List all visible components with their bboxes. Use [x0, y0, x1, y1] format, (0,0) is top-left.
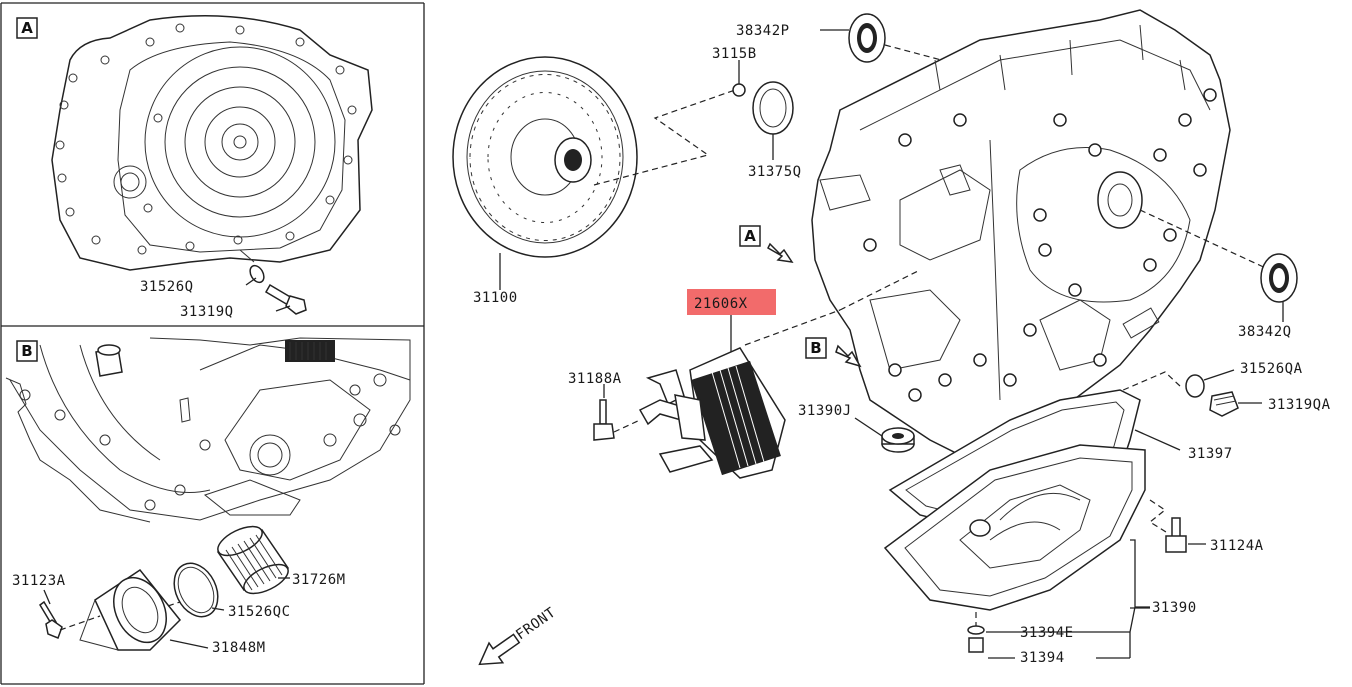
- section-a-label: A: [21, 19, 33, 37]
- panel-frames: [0, 2, 425, 685]
- label-3115b: 3115B: [712, 46, 757, 62]
- case-bolts: [863, 88, 1217, 402]
- transmission-case: [811, 9, 1231, 456]
- seal-38342q: [1260, 253, 1298, 303]
- label-31726m: 31726M: [292, 572, 346, 588]
- label-31319qa: 31319QA: [1268, 397, 1331, 413]
- label-38342q: 38342Q: [1238, 324, 1292, 340]
- torque-converter-31100: [452, 56, 638, 258]
- main-panel: 31100 3115B 31375Q 38342P: [452, 9, 1331, 666]
- o-ring-31526qa: [1185, 374, 1205, 398]
- label-31526q: 31526Q: [140, 279, 194, 295]
- label-31375q: 31375Q: [748, 164, 802, 180]
- callout-b: B: [810, 339, 821, 357]
- label-31390j: 31390J: [798, 403, 852, 419]
- seal-31375q: [752, 81, 794, 135]
- drain-plug-31394: [967, 625, 985, 653]
- seal-38342p: [848, 13, 886, 63]
- oil-pan-31390: [883, 444, 1146, 611]
- label-31848m: 31848M: [212, 640, 266, 656]
- plug-31319qa: [1209, 391, 1239, 417]
- label-31124a: 31124A: [1210, 538, 1264, 554]
- drain-plug-a: [264, 283, 307, 315]
- bolt-31124a: [1165, 517, 1187, 553]
- panel-b: B: [5, 337, 411, 656]
- filter-cover-31848m: [79, 568, 182, 651]
- arrow-a-icon: [767, 242, 794, 263]
- arrow-b-icon: [835, 344, 862, 368]
- label-31394: 31394: [1020, 650, 1065, 666]
- label-38342p: 38342P: [736, 23, 790, 39]
- housing-a-outline: [51, 15, 373, 271]
- oil-cooler-21606x: [638, 347, 786, 479]
- label-31394e: 31394E: [1020, 625, 1074, 641]
- label-front: FRONT: [513, 605, 559, 644]
- bolt-holes-a: [55, 23, 357, 255]
- panel-a: A 31526Q 31319Q: [16, 15, 373, 320]
- highlight-21606x: [687, 289, 776, 315]
- filter-31726m: [216, 525, 290, 595]
- fins-b: [285, 340, 335, 362]
- spacer-31390j: [881, 427, 915, 453]
- label-31188a: 31188A: [568, 371, 622, 387]
- callout-a: A: [744, 227, 756, 245]
- bolt-31188a: [593, 399, 615, 441]
- o-ring-3115b: [732, 83, 746, 97]
- label-21606x: 21606X: [694, 296, 748, 312]
- label-31526qa: 31526QA: [1240, 361, 1303, 377]
- label-31526qc: 31526QC: [228, 604, 291, 620]
- label-31390: 31390: [1152, 600, 1197, 616]
- label-31100: 31100: [473, 290, 518, 306]
- label-31123a: 31123A: [12, 573, 66, 589]
- front-arrow-icon: [478, 633, 521, 666]
- label-31397: 31397: [1188, 446, 1233, 462]
- section-b-label: B: [21, 342, 32, 360]
- o-ring-a: [249, 264, 265, 284]
- label-31319q: 31319Q: [180, 304, 234, 320]
- bolt-31123a: [39, 600, 63, 639]
